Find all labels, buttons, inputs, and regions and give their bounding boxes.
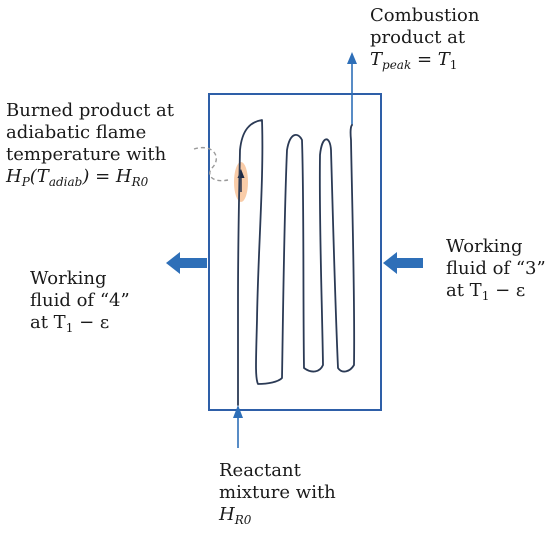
t-peak-subscript: peak: [382, 58, 412, 72]
hp-symbol: H: [6, 166, 22, 187]
combustion-product-equation: Tpeak = T1: [370, 49, 479, 76]
working-fluid-4-at-t: at T: [30, 312, 66, 333]
hp-subscript: P: [21, 175, 30, 189]
reactant-mixture-label: Reactant mixture with HR0: [219, 460, 336, 531]
reactant-mixture-equation: HR0: [219, 504, 336, 531]
working-fluid-3-minus-eps: − ε: [489, 280, 526, 301]
t-adiab-subscript: adiab: [48, 175, 83, 189]
working-fluid-3-line3: at T1 − ε: [446, 280, 546, 307]
combustion-product-line2: product at: [370, 27, 466, 48]
h-r0-symbol: H: [219, 504, 235, 525]
t-adiab-symbol: (T: [29, 166, 49, 187]
h-r0-subscript: R0: [234, 513, 252, 527]
t-peak-equals: = T: [411, 49, 450, 70]
burned-product-line2: adiabatic flame: [6, 122, 147, 143]
reactant-mixture-line2: mixture with: [219, 482, 336, 503]
dashed-connector: [193, 146, 229, 182]
reactor-box: [208, 93, 382, 411]
combustion-product-label: Combustion product at Tpeak = T1: [370, 5, 479, 76]
working-fluid-4-label: Working fluid of “4” at T1 − ε: [30, 268, 130, 339]
working-fluid-3-subscript: 1: [481, 289, 490, 303]
burned-product-equation: HP(Tadiab) = HR0: [6, 166, 174, 193]
t-peak-symbol: T: [370, 49, 383, 70]
inlet-arrow-head: [233, 405, 243, 418]
t-one-subscript: 1: [449, 58, 458, 72]
burned-product-label: Burned product at adiabatic flame temper…: [6, 100, 174, 193]
burned-product-line3: temperature with: [6, 144, 167, 165]
hr0-subscript: R0: [131, 175, 149, 189]
working-fluid-3-at-t: at T: [446, 280, 482, 301]
working-fluid-4-minus-eps: − ε: [73, 312, 110, 333]
outlet-arrow-head: [347, 52, 357, 64]
hr0-equals: ) = H: [82, 166, 132, 187]
working-fluid-4-subscript: 1: [65, 321, 74, 335]
working-fluid-3-line1: Working: [446, 236, 523, 257]
working-fluid-4-line3: at T1 − ε: [30, 312, 130, 339]
working-fluid-3-line2: fluid of “3”: [446, 258, 546, 279]
right-block-arrow: [383, 252, 423, 274]
working-fluid-4-line1: Working: [30, 268, 107, 289]
reactant-mixture-line1: Reactant: [219, 460, 301, 481]
serpentine-flame-path: [237, 119, 356, 406]
left-block-arrow: [166, 252, 207, 274]
burned-product-line1: Burned product at: [6, 100, 174, 121]
working-fluid-3-label: Working fluid of “3” at T1 − ε: [446, 236, 546, 307]
combustion-product-line1: Combustion: [370, 5, 480, 26]
working-fluid-4-line2: fluid of “4”: [30, 290, 130, 311]
